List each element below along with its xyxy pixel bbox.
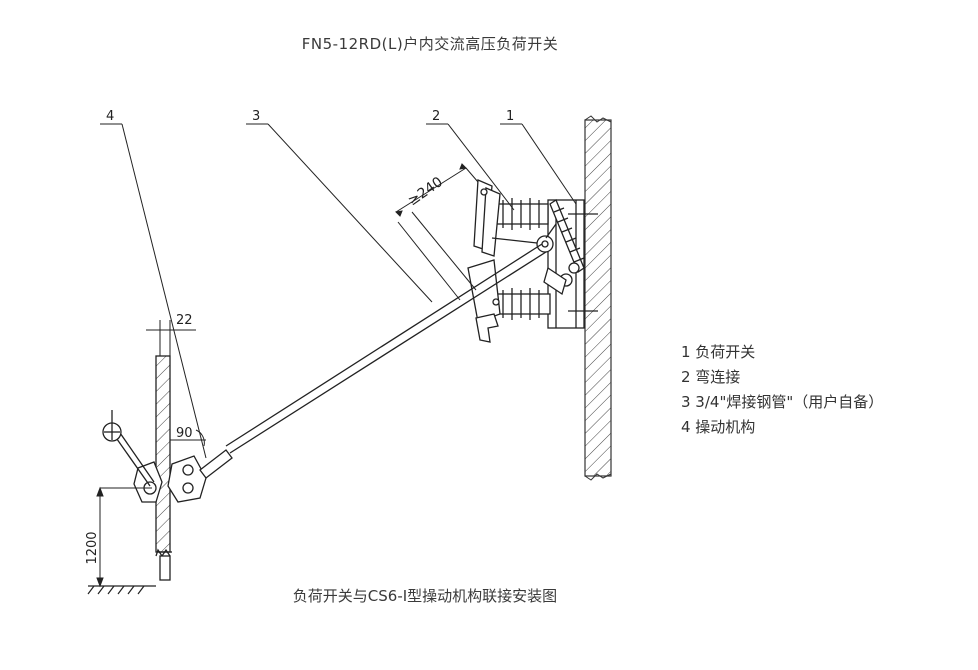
steel-pipe [225,243,547,454]
offset-label: 22 [176,313,193,328]
right-wall [584,115,612,481]
contact-blade [549,199,585,287]
drawing-title: FN5-12RD(L)户内交流高压负荷开关 [301,35,559,53]
clearance-dimension [394,163,479,301]
callout-4: 4 [106,109,114,124]
upper-insulator [495,198,549,230]
legend-item: 2 弯连接 [681,368,741,386]
offset-dimension [146,320,196,356]
callout-1: 1 [506,109,514,124]
height-dimension [96,486,152,588]
legend-item: 4 操动机构 [681,418,756,436]
left-wall [155,355,172,581]
floor-line [87,585,156,595]
drawing-caption: 负荷开关与CS6-Ⅰ型操动机构联接安装图 [292,587,558,605]
callout-leaders [100,123,577,459]
operating-mechanism [102,410,233,503]
lower-insulator [495,288,551,320]
parts-legend: 1 负荷开关 2 弯连接 3 3/4"焊接钢管"（用户自备） 4 操动机构 [681,340,883,440]
angle-label: 90 [176,426,193,441]
callout-2: 2 [432,109,440,124]
height-label: 1200 [85,531,100,564]
load-switch [467,179,598,343]
angle-dimension [170,429,206,447]
clearance-label: ≥240 [405,174,446,209]
legend-item: 1 负荷开关 [681,343,756,361]
callout-3: 3 [252,109,260,124]
legend-item: 3 3/4"焊接钢管"（用户自备） [681,393,884,411]
